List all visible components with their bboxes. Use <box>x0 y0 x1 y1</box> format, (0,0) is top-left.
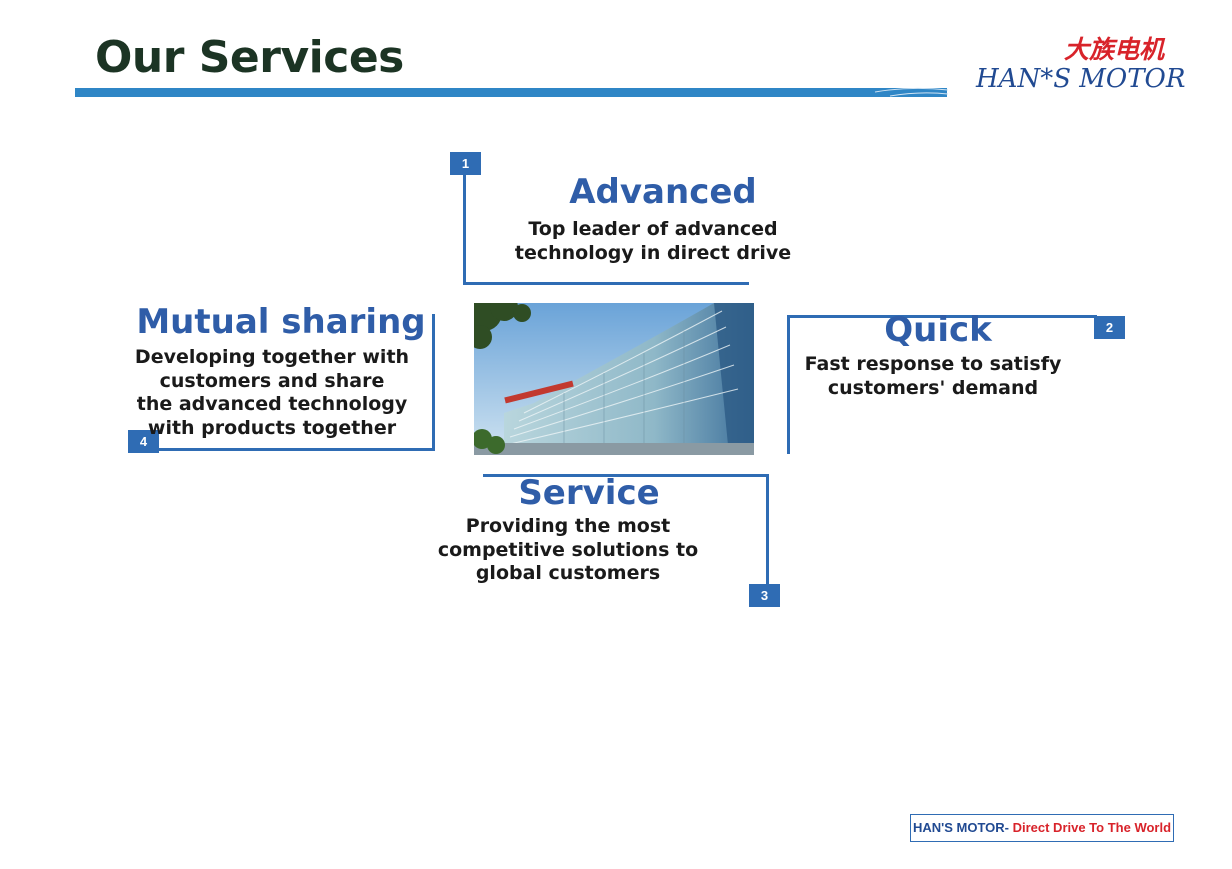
service-number-badge: 2 <box>1094 316 1125 339</box>
service-number-badge: 3 <box>749 584 780 607</box>
page-title: Our Services <box>95 32 404 83</box>
connector-line <box>766 474 769 586</box>
connector-line <box>787 315 1097 318</box>
service-number-badge: 1 <box>450 152 481 175</box>
footer-brand: HAN'S MOTOR- <box>912 820 1009 835</box>
footer-tagline: Direct Drive To The World <box>1008 820 1172 835</box>
title-bar-swoosh <box>874 87 949 97</box>
connector-line <box>483 474 769 477</box>
title-underline <box>75 88 947 97</box>
connector-line <box>432 314 435 451</box>
connector-line <box>463 282 749 285</box>
service-heading-mutual-sharing: Mutual sharing <box>136 302 426 342</box>
service-description-quick: Fast response to satisfy customers' dema… <box>804 353 1062 399</box>
service-description-mutual-sharing: Developing together with customers and s… <box>134 346 410 439</box>
footer-slogan-box: HAN'S MOTOR- Direct Drive To The World <box>910 814 1174 842</box>
logo-chinese: 大族电机 <box>1063 35 1164 64</box>
service-heading-quick: Quick <box>884 310 992 350</box>
service-description-advanced: Top leader of advanced technology in dir… <box>514 218 792 264</box>
service-description-service: Providing the most competitive solutions… <box>437 515 699 584</box>
logo-english: HAN*S MOTOR <box>976 64 1186 94</box>
connector-line <box>787 315 790 454</box>
service-heading-advanced: Advanced <box>569 172 757 212</box>
service-number-badge: 4 <box>128 430 159 453</box>
connector-line <box>150 448 435 451</box>
building-photo <box>474 303 754 455</box>
service-heading-service: Service <box>518 473 660 513</box>
connector-line <box>463 175 466 285</box>
